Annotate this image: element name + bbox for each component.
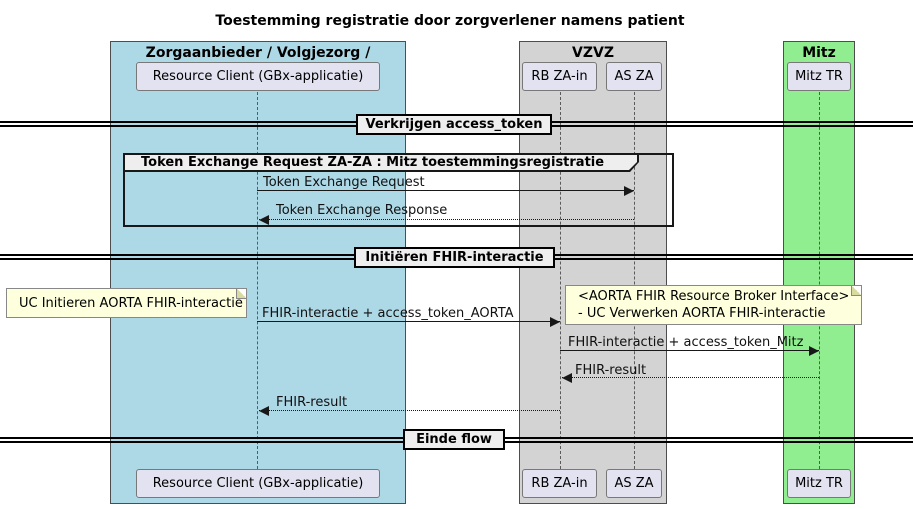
note-text-line2: - UC Verwerken AORTA FHIR-interactie [578, 306, 826, 321]
group-header-inner: Token Exchange Request ZA-ZA : Mitz toes… [125, 155, 637, 170]
participant-as-za-top: AS ZA [606, 62, 662, 91]
note-fold-icon [236, 289, 246, 299]
participant-label: RB ZA-in [531, 69, 588, 84]
box-vzvz-label: VZVZ [572, 45, 614, 61]
arrowhead-right-icon [624, 186, 634, 196]
arrowhead-right-icon [550, 317, 560, 327]
message-label: FHIR-result [276, 395, 348, 410]
message-arrow-fhir-result-1 [562, 373, 819, 383]
participant-as-za-bottom: AS ZA [606, 469, 662, 498]
message-label: Token Exchange Request [263, 175, 425, 190]
divider-initieren-fhir-interactie: Initiëren FHIR-interactie [354, 247, 555, 268]
participant-label: Resource Client (GBx-applicatie) [152, 69, 364, 84]
divider-label: Initiëren FHIR-interactie [365, 250, 544, 265]
participant-resource-client-bottom: Resource Client (GBx-applicatie) [136, 469, 380, 498]
participant-label: Mitz TR [795, 476, 843, 491]
participant-mitz-tr-top: Mitz TR [787, 62, 851, 91]
message-arrow-fhir-interactie-aorta [257, 317, 560, 327]
arrowhead-left-icon [562, 373, 572, 383]
participant-label: AS ZA [614, 69, 654, 84]
participant-label: Mitz TR [795, 69, 843, 84]
arrowhead-left-icon [259, 215, 269, 225]
message-arrow-token-exchange-request [257, 186, 634, 196]
message-arrow-token-exchange-response [259, 215, 634, 225]
participant-mitz-tr-bottom: Mitz TR [787, 469, 851, 498]
participant-rb-za-in-bottom: RB ZA-in [522, 469, 597, 498]
participant-resource-client-top: Resource Client (GBx-applicatie) [136, 62, 380, 91]
lifeline-rb-za-in [560, 92, 561, 469]
divider-verkrijgen-access-token: Verkrijgen access_token [356, 114, 552, 135]
arrowhead-right-icon [809, 346, 819, 356]
box-zorgaanbieder: Zorgaanbieder / Volgjezorg / Klantloket [110, 41, 406, 504]
arrowhead-left-icon [259, 406, 269, 416]
note-fold-icon [851, 286, 861, 296]
message-label: Token Exchange Response [276, 203, 448, 218]
message-arrow-fhir-interactie-mitz [560, 346, 819, 356]
box-mitz-label: Mitz [802, 45, 836, 61]
message-label: FHIR-interactie + access_token_AORTA [262, 306, 514, 321]
message-label: FHIR-interactie + access_token_Mitz [568, 335, 804, 350]
divider-label: Verkrijgen access_token [365, 117, 543, 132]
participant-rb-za-in-top: RB ZA-in [522, 62, 597, 91]
message-arrow-fhir-result-2 [259, 406, 560, 416]
group-title: Token Exchange Request ZA-ZA : Mitz toes… [141, 155, 605, 170]
divider-einde-flow: Einde flow [403, 429, 505, 450]
lifeline-as-za [634, 92, 635, 469]
lifeline-mitz-tr [819, 92, 820, 469]
divider-label: Einde flow [416, 432, 492, 447]
participant-label: RB ZA-in [531, 476, 588, 491]
group-header: Token Exchange Request ZA-ZA : Mitz toes… [123, 153, 639, 172]
note-aorta-broker-interface: <AORTA FHIR Resource Broker Interface> -… [565, 285, 862, 325]
note-uc-initieren: UC Initieren AORTA FHIR-interactie [6, 288, 247, 318]
diagram-title: Toestemming registratie door zorgverlene… [215, 13, 685, 29]
participant-label: AS ZA [614, 476, 654, 491]
note-text: UC Initieren AORTA FHIR-interactie [19, 295, 243, 311]
message-label: FHIR-result [575, 363, 647, 378]
box-vzvz: VZVZ [519, 41, 667, 504]
note-text-line1: <AORTA FHIR Resource Broker Interface> [578, 289, 850, 304]
participant-label: Resource Client (GBx-applicatie) [152, 476, 364, 491]
lifeline-resource-client [257, 92, 258, 469]
